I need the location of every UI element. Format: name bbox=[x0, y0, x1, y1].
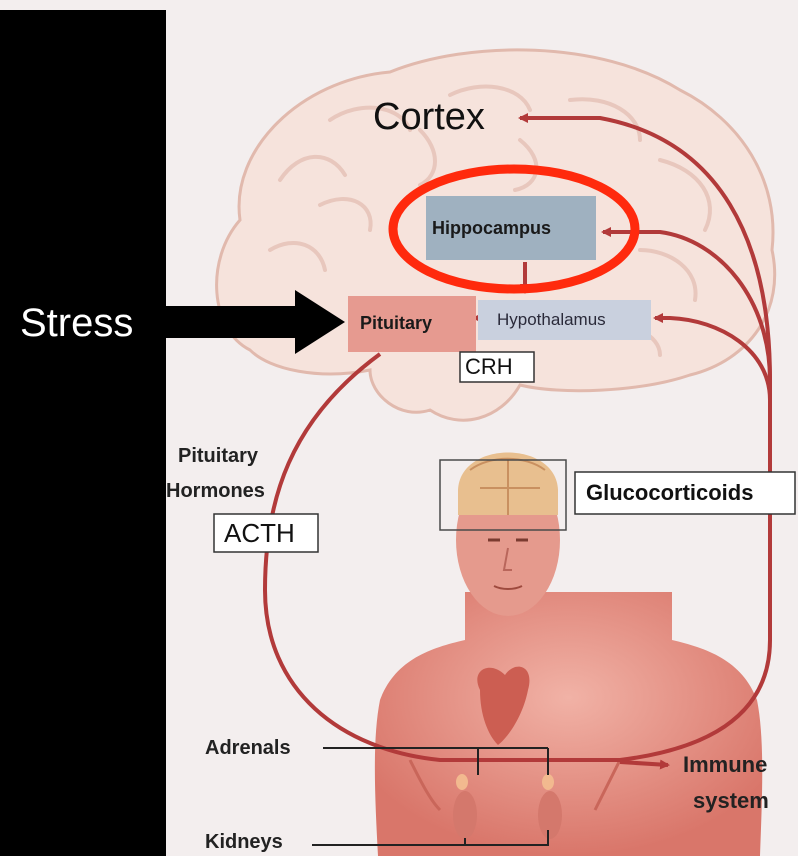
acth-label: ACTH bbox=[224, 520, 295, 546]
immune-system-label-line2: system bbox=[693, 790, 769, 812]
pituitary-hormones-label-line1: Pituitary bbox=[178, 446, 258, 466]
cortex-label: Cortex bbox=[373, 98, 485, 136]
pituitary-hormones-label-line2: Hormones bbox=[166, 481, 265, 501]
kidneys-label: Kidneys bbox=[205, 832, 283, 852]
hypothalamus-label: Hypothalamus bbox=[497, 311, 606, 328]
pituitary-label: Pituitary bbox=[360, 314, 432, 332]
immune-system-label-line1: Immune bbox=[683, 754, 767, 776]
stress-label: Stress bbox=[20, 303, 133, 343]
crh-label: CRH bbox=[465, 356, 513, 378]
glucocorticoids-label: Glucocorticoids bbox=[586, 482, 753, 504]
left-black-bar bbox=[0, 10, 166, 856]
hippocampus-label: Hippocampus bbox=[432, 219, 551, 237]
adrenals-label: Adrenals bbox=[205, 738, 291, 758]
